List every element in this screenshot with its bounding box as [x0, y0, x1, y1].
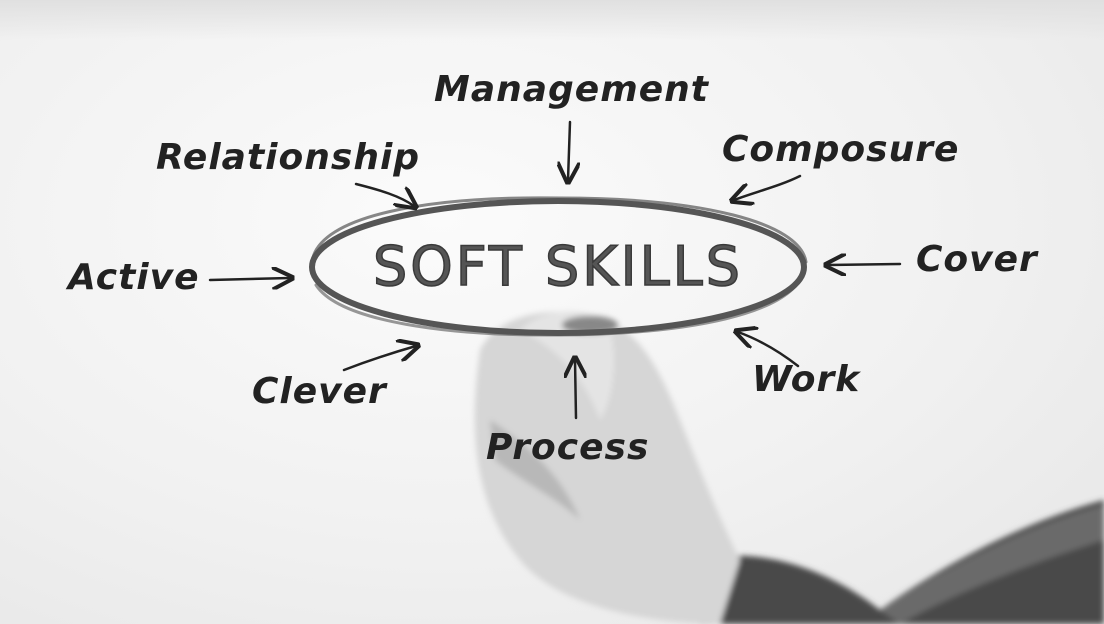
arrow-cover: [828, 264, 902, 265]
arrow-active: [208, 278, 290, 280]
arrow-management: [568, 120, 570, 180]
arrows: [208, 120, 902, 420]
hand: [474, 312, 740, 624]
top-shadow: [0, 0, 1104, 40]
finger: [520, 311, 615, 420]
label-work: Work: [752, 359, 861, 400]
label-relationship: Relationship: [156, 137, 421, 178]
label-clever: Clever: [252, 371, 387, 412]
arrow-work: [738, 332, 800, 368]
arrow-composure: [734, 174, 802, 200]
label-active: Active: [68, 257, 200, 298]
arrow-relationship: [354, 182, 414, 206]
label-composure: Composure: [722, 129, 960, 170]
center-oval: [309, 196, 808, 337]
label-cover: Cover: [916, 239, 1038, 280]
sleeve-highlight: [880, 505, 1104, 624]
sleeve: [700, 500, 1104, 624]
center-title: SOFT SKILLS: [372, 235, 744, 298]
label-process: Process: [486, 427, 650, 468]
label-management: Management: [434, 69, 709, 110]
arrow-clever: [342, 346, 416, 372]
arrow-process: [575, 360, 576, 420]
thumb-shadow: [490, 420, 580, 520]
